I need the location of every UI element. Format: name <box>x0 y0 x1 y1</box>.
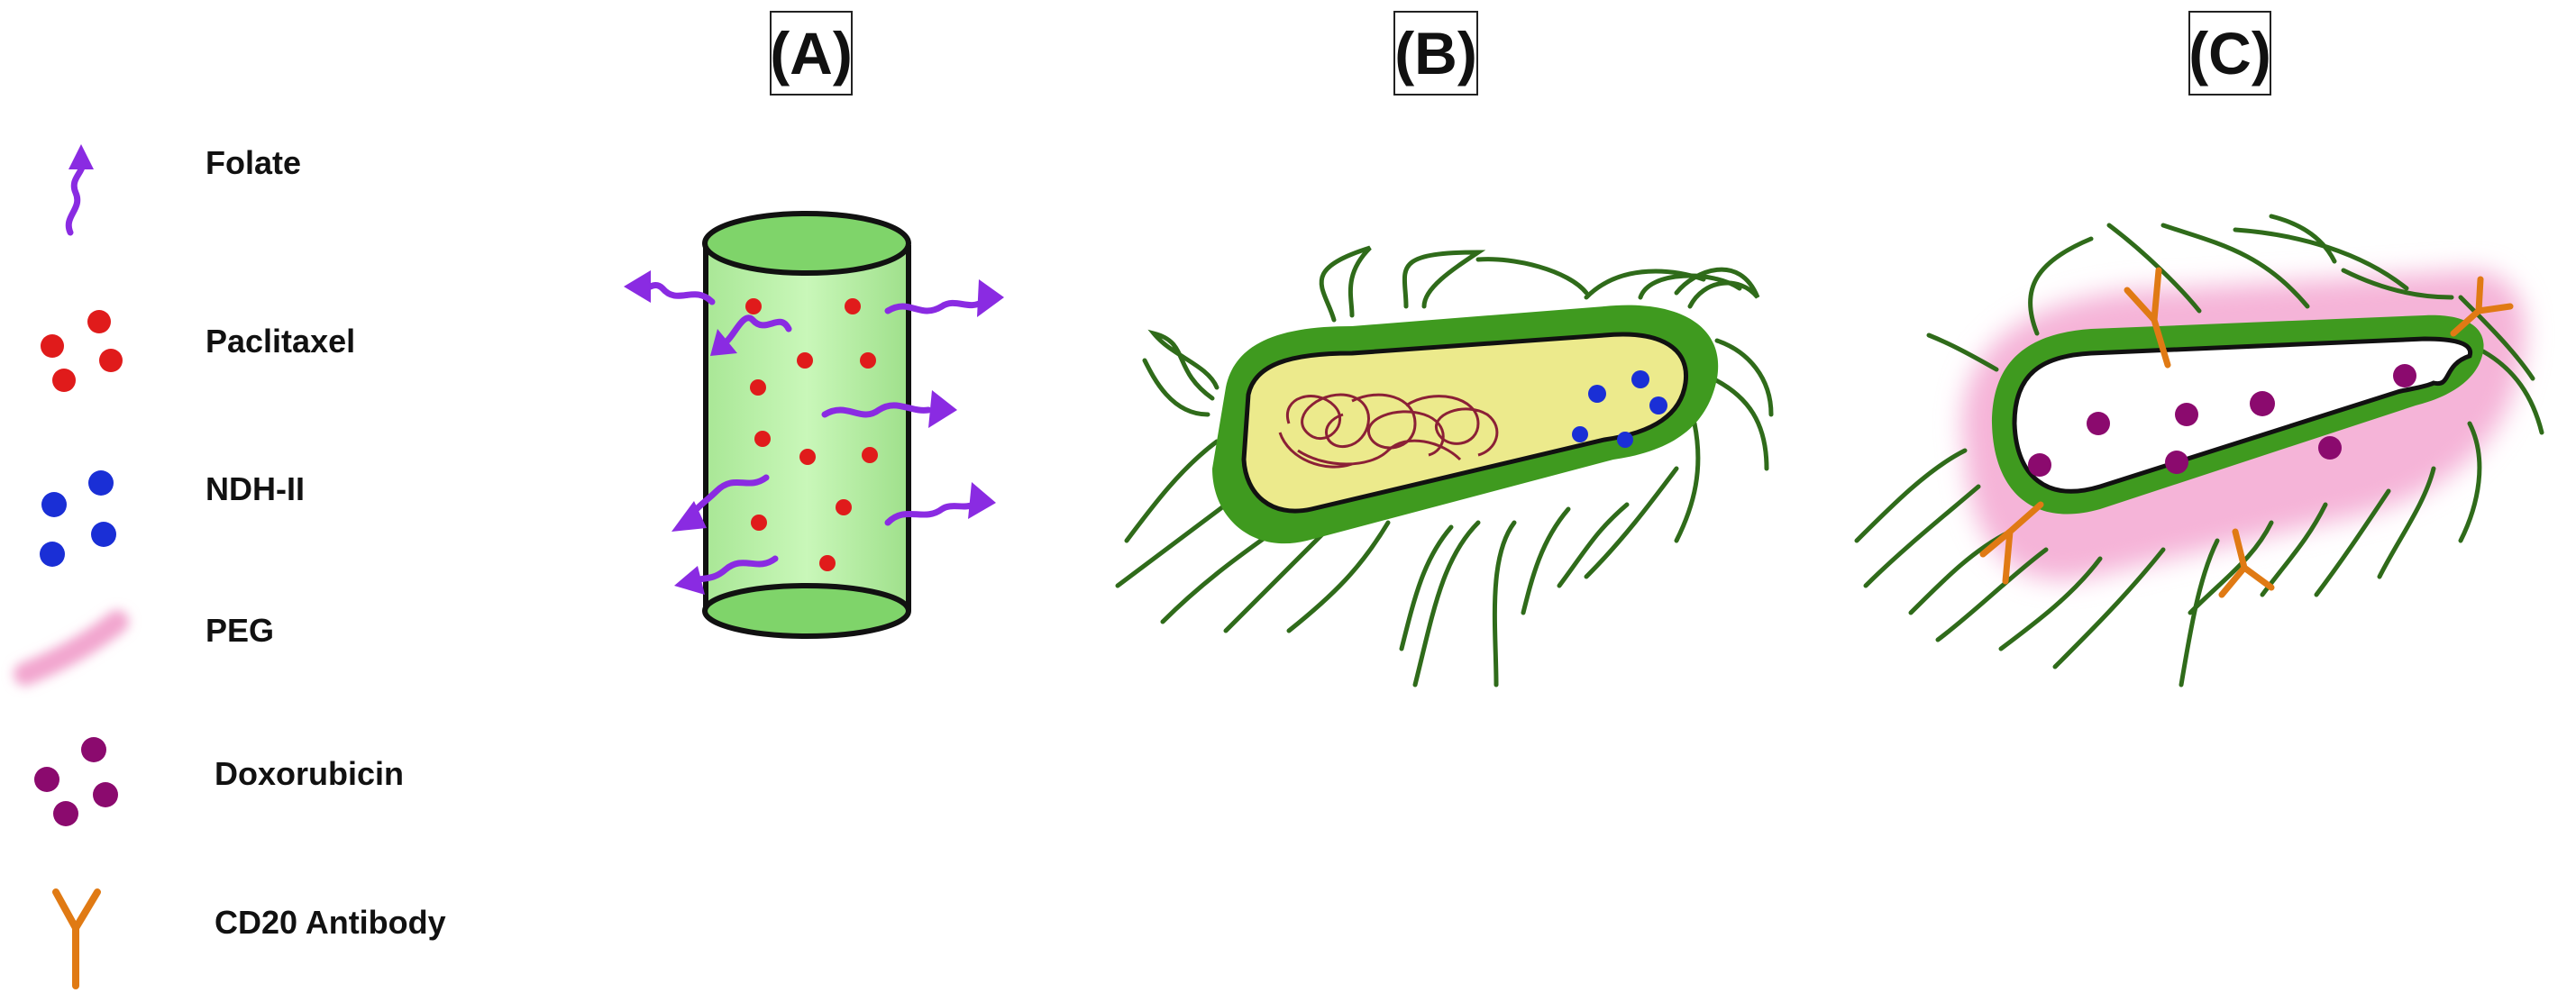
legend-label-cd20-antibody: CD20 Antibody <box>215 904 446 941</box>
legend-label-paclitaxel: Paclitaxel <box>206 323 356 360</box>
peg-icon <box>14 610 129 686</box>
panel-label-a: (A) <box>770 11 853 96</box>
ndh-ii-icon <box>40 470 116 567</box>
nanotube-panel-a <box>624 211 1004 639</box>
legend-label-peg: PEG <box>206 612 275 649</box>
paclitaxel-icon <box>41 310 123 392</box>
bacterium-panel-b <box>1115 245 1774 688</box>
legend-label-doxorubicin: Doxorubicin <box>215 755 405 792</box>
bacterium-panel-c <box>1854 214 2544 688</box>
panel-label-b: (B) <box>1393 11 1478 96</box>
legend-label-ndh-ii: NDH-II <box>206 470 305 507</box>
folate-icon <box>65 144 94 236</box>
doxorubicin-icon <box>34 737 118 826</box>
cd20-antibody-icon <box>52 888 101 989</box>
panel-label-c: (C) <box>2188 11 2271 96</box>
legend-label-folate: Folate <box>206 144 302 181</box>
